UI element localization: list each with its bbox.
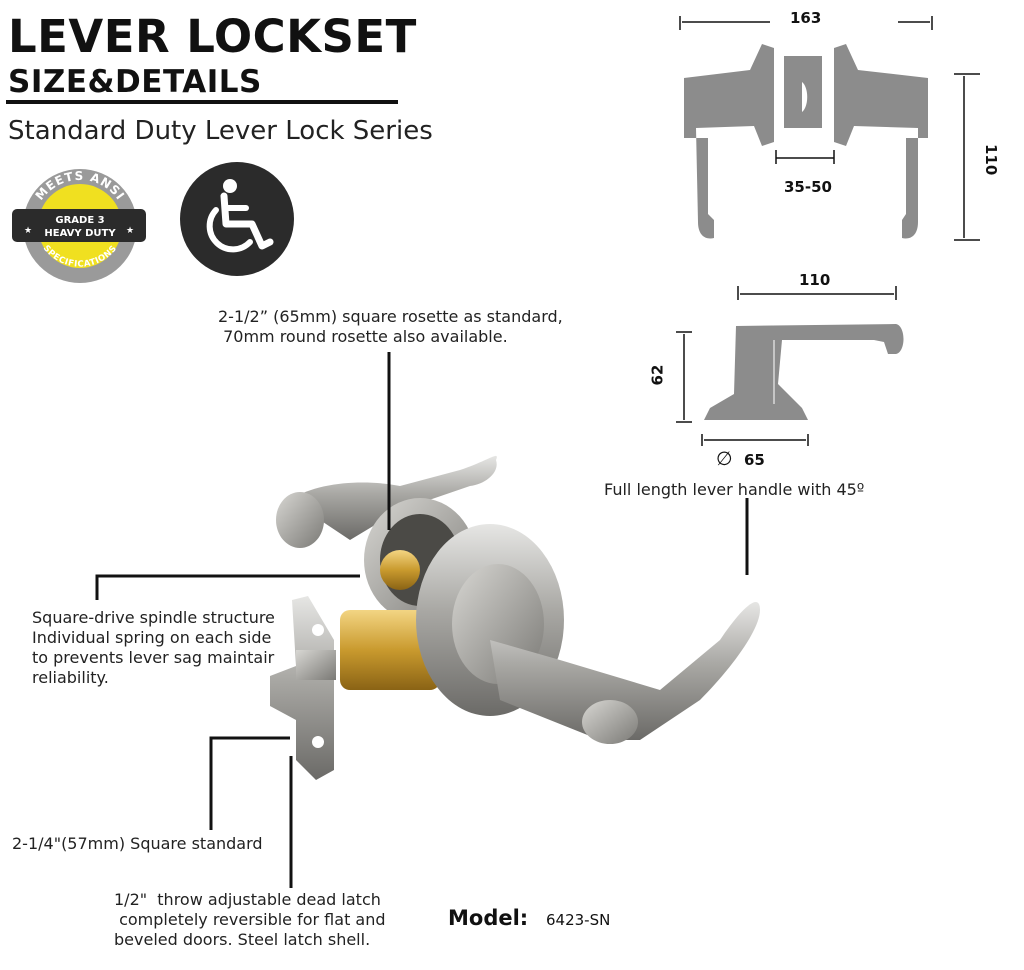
dim-overall-height: 110 [982,144,1000,176]
callout-lever: Full length lever handle with 45º [604,480,865,499]
page-title: LEVER LOCKSET [8,10,417,63]
dim-lever-length: 110 [799,271,831,289]
title-underline [6,100,398,104]
wheelchair-icon [180,162,294,276]
diameter-symbol: ∅ [716,448,733,470]
ansi-grade-line2: HEAVY DUTY [44,228,116,239]
dim-overall-width: 163 [790,9,822,27]
callout-spindle: Square-drive spindle structure Individua… [32,608,275,687]
series-name: Standard Duty Lever Lock Series [8,116,433,146]
ansi-badge: MEETS ANSI SPECIFICATIONS GRADE 3 HEAVY … [10,168,150,286]
svg-text:★: ★ [24,226,32,236]
dim-door-thickness: 35-50 [784,178,832,196]
model-value: 6423-SN [546,911,611,929]
side-view-drawing [670,280,920,450]
ansi-grade-line1: GRADE 3 [55,215,104,226]
model-label: Model: [448,906,529,930]
dim-rosette-diameter: 65 [744,451,765,469]
lockset-illustration [260,440,780,790]
callout-rosette: 2-1/2” (65mm) square rosette as standard… [218,307,563,346]
callout-backset: 2-1/4"(57mm) Square standard [12,834,263,853]
dim-projection: 62 [648,364,667,386]
callout-latch: 1/2" throw adjustable dead latch complet… [114,890,386,949]
svg-text:★: ★ [126,226,134,236]
page-subtitle: SIZE&DETAILS [8,64,262,100]
front-view-drawing [670,8,1000,258]
